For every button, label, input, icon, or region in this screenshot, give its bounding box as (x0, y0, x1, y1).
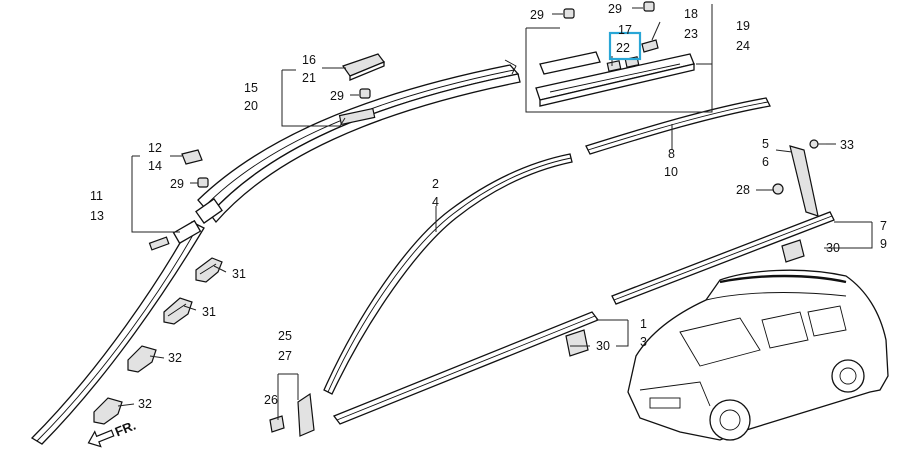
label-18: 18 (684, 7, 698, 21)
label-33: 33 (840, 138, 854, 152)
clip-26[interactable] (269, 415, 285, 433)
label-26: 26 (264, 393, 278, 407)
roof-rail-garnish[interactable] (195, 59, 521, 224)
label-9: 9 (880, 237, 887, 251)
label-25: 25 (278, 329, 292, 343)
label-21: 21 (302, 71, 316, 85)
pillar-molding-left[interactable] (30, 219, 205, 445)
door-frame-molding[interactable] (323, 153, 573, 395)
label-7: 7 (880, 219, 887, 233)
part-labels: 29 29 18 19 17 22 23 24 16 21 15 20 29 1… (90, 2, 887, 411)
label-20: 20 (244, 99, 258, 113)
clip-28[interactable] (772, 183, 784, 195)
label-5: 5 (762, 137, 769, 151)
front-direction-arrow: FR. (87, 418, 138, 448)
vehicle-illustration (627, 269, 889, 441)
label-17: 17 (618, 23, 632, 37)
label-28: 28 (736, 183, 750, 197)
front-arrow-label: FR. (113, 418, 138, 440)
label-14: 14 (148, 159, 162, 173)
label-12: 12 (148, 141, 162, 155)
label-31a: 31 (232, 267, 246, 281)
clip-32a[interactable] (127, 345, 157, 373)
clip-29-a[interactable] (563, 8, 575, 19)
clip-29-c[interactable] (359, 88, 371, 99)
roof-rack-assembly[interactable] (535, 39, 695, 107)
belt-molding-front[interactable] (332, 311, 600, 425)
label-16: 16 (302, 53, 316, 67)
label-22: 22 (616, 41, 630, 55)
belt-molding-rear[interactable] (611, 211, 835, 305)
label-13: 13 (90, 209, 104, 223)
label-2: 2 (432, 177, 439, 191)
label-29c: 29 (330, 89, 344, 103)
roof-end-cap[interactable] (342, 53, 385, 81)
screw-33[interactable] (809, 139, 828, 149)
label-31b: 31 (202, 305, 216, 319)
label-23: 23 (684, 27, 698, 41)
pillar-piece-25-27[interactable] (297, 392, 315, 437)
label-32a: 32 (168, 351, 182, 365)
pillar-garnish-5-6[interactable] (789, 145, 819, 217)
highlight-box (608, 31, 642, 61)
label-1: 1 (640, 317, 647, 331)
label-19: 19 (736, 19, 750, 33)
label-29b: 29 (608, 2, 622, 16)
clip-32b[interactable] (93, 397, 123, 425)
clip-30-a[interactable] (781, 239, 805, 263)
pillar-cap[interactable] (181, 149, 203, 165)
clip-31a[interactable] (195, 257, 223, 283)
label-10: 10 (664, 165, 678, 179)
label-3: 3 (640, 335, 647, 349)
label-30b: 30 (596, 339, 610, 353)
label-29a: 29 (530, 8, 544, 22)
clip-31b[interactable] (163, 297, 193, 325)
label-15: 15 (244, 81, 258, 95)
label-30a: 30 (826, 241, 840, 255)
clip-29-d[interactable] (197, 177, 209, 188)
label-29d: 29 (170, 177, 184, 191)
label-4: 4 (432, 195, 439, 209)
roof-side-strip[interactable] (585, 97, 771, 155)
clip-29-b[interactable] (643, 1, 655, 12)
label-27: 27 (278, 349, 292, 363)
label-24: 24 (736, 39, 750, 53)
label-11: 11 (90, 189, 103, 203)
leader-lines (117, 4, 873, 420)
label-32b: 32 (138, 397, 152, 411)
label-6: 6 (762, 155, 769, 169)
label-8: 8 (668, 147, 675, 161)
clip-30-b[interactable] (565, 329, 589, 357)
